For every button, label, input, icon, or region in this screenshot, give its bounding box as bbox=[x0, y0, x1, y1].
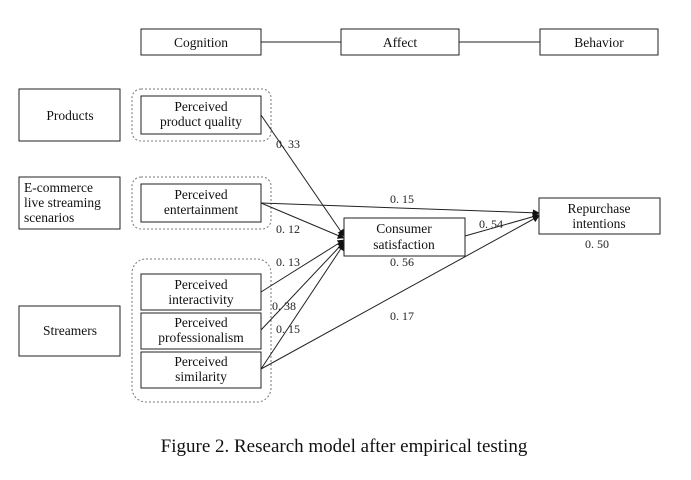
category-scenarios-line-2: live streaming bbox=[24, 195, 101, 210]
path-similarity-to-repurchase bbox=[260, 215, 540, 370]
construct-satisfaction-line-1: Consumer bbox=[376, 221, 432, 236]
figure-caption: Figure 2. Research model after empirical… bbox=[161, 436, 528, 457]
construct-professionalism-line-1: Perceived bbox=[174, 315, 227, 330]
coef-entertainment-satisfaction: 0. 12 bbox=[276, 222, 300, 236]
category-scenarios-line-3: scenarios bbox=[24, 210, 74, 225]
construct-repurchase-intentions: Repurchase intentions bbox=[538, 197, 661, 235]
coef-satisfaction-repurchase: 0. 54 bbox=[479, 217, 503, 231]
construct-entertainment-line-2: entertainment bbox=[164, 202, 238, 217]
r-squared-satisfaction: 0. 56 bbox=[390, 255, 414, 269]
construct-entertainment-line-1: Perceived bbox=[174, 187, 227, 202]
coef-professionalism-satisfaction: 0. 38 bbox=[272, 299, 296, 313]
path-quality-to-satisfaction bbox=[260, 114, 345, 237]
stage-behavior-label: Behavior bbox=[574, 35, 624, 50]
stage-cognition-label: Cognition bbox=[174, 35, 228, 50]
category-scenarios-line-1: E-commerce bbox=[24, 180, 93, 195]
construct-similarity-line-1: Perceived bbox=[174, 354, 227, 369]
path-interactivity-to-satisfaction bbox=[260, 239, 345, 293]
construct-quality-line-1: Perceived bbox=[174, 99, 227, 114]
construct-repurchase-line-2: intentions bbox=[572, 216, 625, 231]
coef-interactivity-satisfaction: 0. 13 bbox=[276, 255, 300, 269]
coef-quality-satisfaction: 0. 33 bbox=[276, 137, 300, 151]
category-streamers-label: Streamers bbox=[43, 323, 97, 338]
construct-interactivity-line-2: interactivity bbox=[168, 292, 233, 307]
path-professionalism-to-satisfaction bbox=[260, 241, 345, 331]
category-products: Products bbox=[18, 88, 121, 142]
stage-behavior: Behavior bbox=[539, 28, 659, 56]
construct-perceived-entertainment: Perceived entertainment bbox=[140, 183, 262, 223]
category-products-label: Products bbox=[46, 108, 93, 123]
stage-affect: Affect bbox=[340, 28, 460, 56]
path-entertainment-to-repurchase bbox=[260, 202, 540, 217]
construct-satisfaction-line-2: satisfaction bbox=[373, 237, 435, 252]
stage-cognition: Cognition bbox=[140, 28, 262, 56]
coef-similarity-satisfaction: 0. 15 bbox=[276, 322, 300, 336]
coef-similarity-repurchase: 0. 17 bbox=[390, 309, 414, 323]
construct-consumer-satisfaction: Consumer satisfaction bbox=[343, 217, 466, 257]
coef-entertainment-repurchase: 0. 15 bbox=[390, 192, 414, 206]
stage-affect-label: Affect bbox=[383, 35, 417, 50]
path-entertainment-to-satisfaction bbox=[260, 202, 345, 239]
r-squared-repurchase: 0. 50 bbox=[585, 237, 609, 251]
path-similarity-to-satisfaction bbox=[260, 243, 345, 370]
category-streamers: Streamers bbox=[18, 305, 121, 357]
path-satisfaction-to-repurchase bbox=[464, 213, 540, 237]
construct-perceived-professionalism: Perceived professionalism bbox=[140, 312, 262, 350]
products-group-outline bbox=[131, 88, 272, 142]
category-scenarios: E-commerce live streaming scenarios bbox=[18, 176, 121, 230]
streamers-group-outline bbox=[131, 258, 272, 403]
construct-perceived-interactivity: Perceived interactivity bbox=[140, 273, 262, 311]
construct-perceived-similarity: Perceived similarity bbox=[140, 351, 262, 389]
construct-perceived-product-quality: Perceived product quality bbox=[140, 95, 262, 135]
construct-professionalism-line-2: professionalism bbox=[158, 330, 244, 345]
construct-interactivity-line-1: Perceived bbox=[174, 277, 227, 292]
construct-repurchase-line-1: Repurchase bbox=[568, 201, 631, 216]
construct-similarity-line-2: similarity bbox=[175, 369, 227, 384]
construct-quality-line-2: product quality bbox=[160, 114, 242, 129]
